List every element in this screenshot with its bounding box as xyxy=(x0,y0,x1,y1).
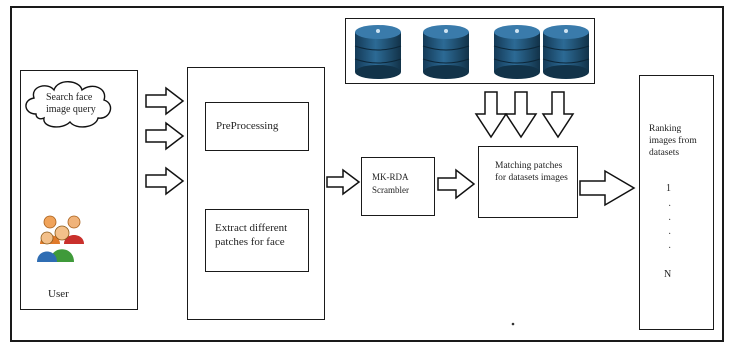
stray-dot xyxy=(511,322,515,326)
matching-label: Matching patches for datasets images xyxy=(495,161,568,183)
database-icon xyxy=(354,25,402,79)
user-label: User xyxy=(48,288,69,300)
database-icon xyxy=(422,25,470,79)
query-cloud-label: Search face image query xyxy=(46,92,96,115)
ranking-first: 1 xyxy=(666,183,671,194)
database-icon xyxy=(493,25,541,79)
dataset-to-matching-arrow xyxy=(541,91,575,139)
ranking-ellipsis: ···· xyxy=(668,201,672,254)
database-icon xyxy=(542,25,590,79)
preprocess-to-scrambler-arrow xyxy=(326,168,361,196)
matching-to-ranking-arrow xyxy=(579,169,636,207)
extract-patches-box xyxy=(205,209,309,272)
dataset-to-matching-arrow xyxy=(474,91,508,139)
ranking-panel xyxy=(639,75,714,330)
scrambler-box xyxy=(361,157,435,216)
dataset-to-matching-arrow xyxy=(504,91,538,139)
ranking-last: N xyxy=(664,269,672,280)
ranking-label: Ranking images from datasets xyxy=(649,124,697,158)
query-arrow xyxy=(145,86,185,116)
scrambler-label: MK-RDA Scrambler xyxy=(372,172,409,195)
query-arrow xyxy=(145,166,185,196)
query-arrow xyxy=(145,121,185,151)
matching-box xyxy=(478,146,578,218)
preprocessing-label: PreProcessing xyxy=(216,120,279,132)
extract-patches-label: Extract different patches for face xyxy=(215,222,288,248)
scrambler-to-matching-arrow xyxy=(437,168,476,200)
preprocessing-box xyxy=(205,102,309,151)
